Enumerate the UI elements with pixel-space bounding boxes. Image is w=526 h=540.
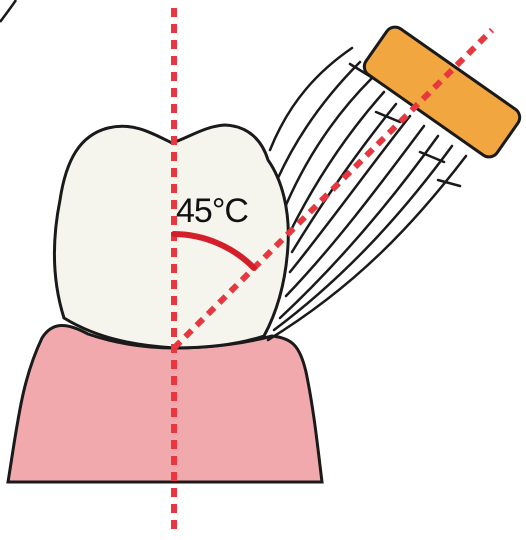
angle-label: 45°C <box>176 192 248 230</box>
gum <box>8 325 322 482</box>
corner-arc <box>0 0 16 22</box>
